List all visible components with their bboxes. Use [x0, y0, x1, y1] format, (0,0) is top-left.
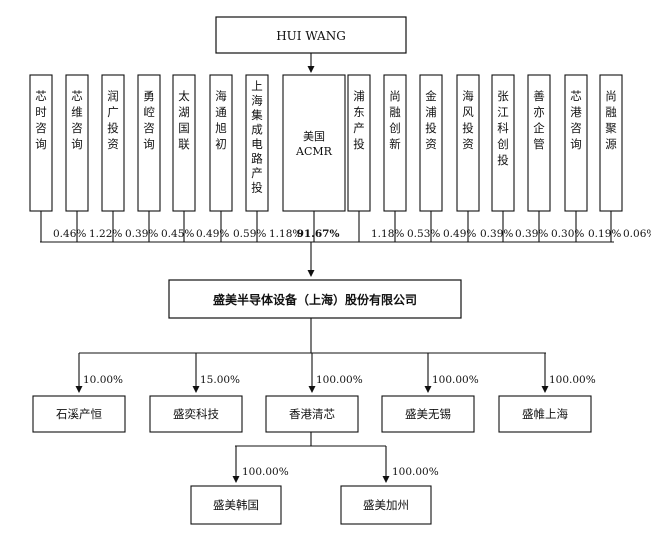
shareholder-name: 浦东产投	[353, 89, 365, 151]
subsidiary-box	[498, 395, 592, 433]
sub-subsidiary-box	[340, 485, 432, 525]
shareholder-percentage: 0.39%	[480, 228, 513, 240]
shareholder-percentage: 0.45%	[161, 228, 194, 240]
subsidiary-box	[32, 395, 126, 433]
subsidiary-percentage: 15.00%	[200, 374, 240, 386]
subsidiary-name: 盛帷上海	[522, 407, 568, 421]
shareholder-name: 芯维咨询	[71, 89, 83, 151]
shareholder-name: 上海集成电路产投	[251, 79, 263, 195]
shareholder-percentage: 0.53%	[407, 228, 440, 240]
shareholder-percentage: 0.49%	[196, 228, 229, 240]
subsidiary-percentage: 100.00%	[316, 374, 363, 386]
sub-subsidiaries-group: 100.00% 盛美韩国 100.00% 盛美加州	[190, 446, 439, 525]
subsidiary-name: 盛奕科技	[173, 407, 219, 421]
shareholder-box	[282, 74, 346, 212]
shareholder-percentage: 0.39%	[125, 228, 158, 240]
shareholder-percentage: 0.39%	[515, 228, 548, 240]
shareholder-name: 海通旭初	[215, 89, 227, 151]
subsidiary-name: 盛美无锡	[405, 407, 451, 421]
shareholder-percentage: 0.59%	[233, 228, 266, 240]
subsidiary-percentage: 10.00%	[83, 374, 123, 386]
subsidiary-percentage: 100.00%	[549, 374, 596, 386]
shareholder-name: 海风投资	[462, 89, 474, 151]
sub-subsidiary-percentage: 100.00%	[242, 466, 289, 478]
shareholder-percentage: 0.30%	[551, 228, 584, 240]
top-owner-box	[215, 16, 407, 54]
subsidiary-box	[265, 395, 359, 433]
shareholder-name: 芯时咨询	[35, 89, 47, 151]
shareholder-percentage: 91.67%	[297, 228, 340, 240]
shareholder-percentage: 0.19%	[588, 228, 621, 240]
shareholder-percentage: 0.49%	[443, 228, 476, 240]
company-box	[168, 279, 462, 319]
subsidiary-percentage: 100.00%	[432, 374, 479, 386]
shareholder-percentage: 1.18%	[269, 228, 302, 240]
sub-subsidiary-name: 盛美加州	[363, 498, 409, 512]
shareholder-name: 张江科创投	[497, 89, 509, 167]
company-label: 盛美半导体设备（上海）股份有限公司	[213, 292, 417, 307]
shareholder-name: 润广投资	[107, 89, 119, 151]
subsidiary-box	[381, 395, 475, 433]
subsidiary-name: 香港清芯	[289, 407, 335, 421]
shareholder-name: 尚融创新	[389, 89, 401, 151]
shareholder-percentage: 1.18%	[371, 228, 404, 240]
shareholder-name: 金浦投资	[425, 89, 437, 151]
shareholder-name: 善亦企管	[533, 89, 545, 151]
shareholder-name: 太湖国联	[178, 89, 190, 151]
sub-subsidiary-name: 盛美韩国	[213, 498, 259, 512]
shareholder-percentage: 0.06%	[623, 228, 651, 240]
subsidiary-box	[149, 395, 243, 433]
shareholder-percentage: 0.46%	[53, 228, 86, 240]
subsidiary-name: 石溪产恒	[56, 407, 102, 421]
top-owner-label: HUI WANG	[276, 29, 346, 43]
sub-subsidiary-percentage: 100.00%	[392, 466, 439, 478]
sub-subsidiary-box	[190, 485, 282, 525]
shareholder-name: 勇崆咨询	[143, 89, 155, 151]
shareholder-percentage: 1.22%	[89, 228, 122, 240]
shareholder-name: 芯港咨询	[570, 89, 582, 151]
shareholder-name: 尚融聚源	[605, 89, 617, 151]
shareholders-group: 芯时咨询 0.46% 芯维咨询 1.22% 润广投资 0.39% 勇崆咨询 0.45% 太湖国联…	[29, 74, 651, 242]
subsidiaries-group: 10.00% 石溪产恒 15.00% 盛奕科技 100.00% 香港清芯 100.00% 盛美…	[32, 353, 596, 433]
